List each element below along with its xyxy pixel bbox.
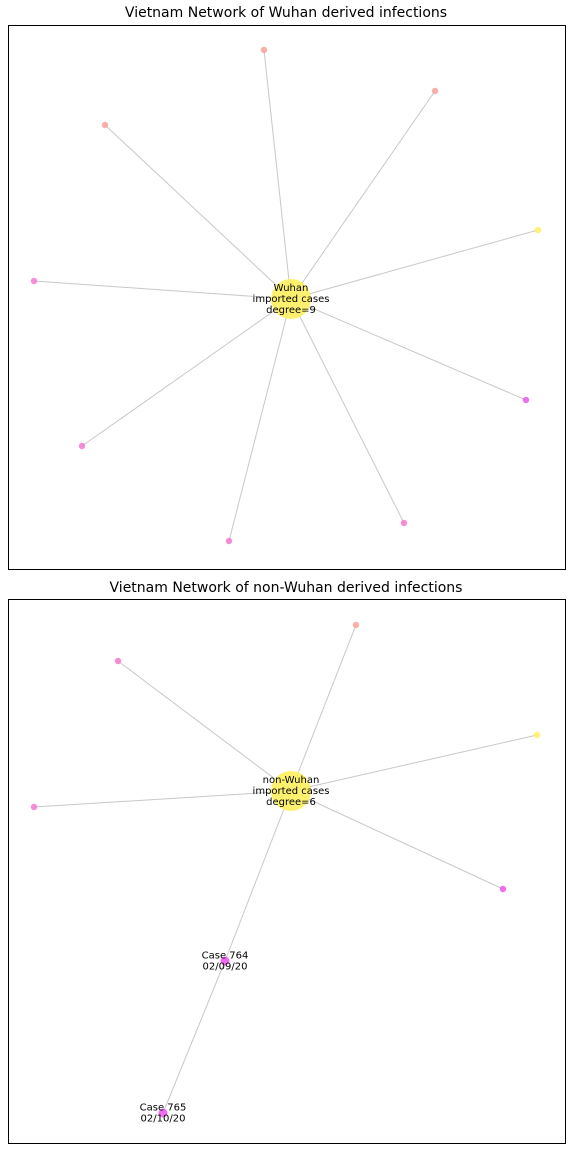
case-node: [400, 519, 408, 527]
graph-edge: [290, 229, 539, 300]
chart-title: Vietnam Network of non-Wuhan derived inf…: [109, 580, 463, 596]
node-label: non-Wuhan: [263, 775, 320, 786]
graph-edge: [162, 960, 226, 1114]
case-node: [158, 1108, 168, 1118]
node-label: imported cases: [253, 786, 330, 797]
plot-frame: [8, 599, 566, 1144]
graph-edge: [290, 298, 527, 401]
node-label: Case 765: [140, 1103, 187, 1114]
case-node: [352, 621, 360, 629]
graph-edge: [33, 280, 292, 300]
plot-frame: [8, 25, 566, 570]
node-label: 02/10/20: [141, 1114, 186, 1125]
case-node: [533, 731, 541, 739]
case-node: [220, 956, 230, 966]
node-label: imported cases: [253, 294, 330, 305]
graph-edge: [104, 124, 292, 300]
graph-edge: [263, 49, 292, 300]
graph-edge: [117, 660, 292, 792]
graph-edge: [290, 790, 504, 890]
case-node: [534, 226, 542, 234]
case-node: [260, 46, 268, 54]
case-node: [522, 396, 530, 404]
graph-edge: [228, 298, 292, 542]
graph-edge: [290, 90, 436, 300]
hub-node: [271, 771, 311, 811]
graph-edge: [290, 734, 538, 792]
case-node: [78, 442, 86, 450]
graph-edge: [290, 624, 357, 792]
case-node: [101, 121, 109, 129]
node-label: Case 764: [202, 951, 249, 962]
graph-edge: [33, 790, 292, 808]
node-label: degree=6: [266, 797, 316, 808]
graph-edge: [290, 298, 405, 524]
case-node: [114, 657, 122, 665]
node-label: 02/09/20: [203, 962, 248, 973]
graph-edge: [81, 298, 292, 447]
chart-title: Vietnam Network of Wuhan derived infecti…: [124, 5, 448, 21]
case-node: [30, 803, 38, 811]
case-node: [225, 537, 233, 545]
node-label: Wuhan: [274, 283, 309, 294]
node-label: degree=9: [266, 305, 316, 316]
case-node: [30, 277, 38, 285]
case-node: [431, 87, 439, 95]
graph-edge: [224, 790, 292, 962]
hub-node: [271, 279, 311, 319]
case-node: [499, 885, 507, 893]
